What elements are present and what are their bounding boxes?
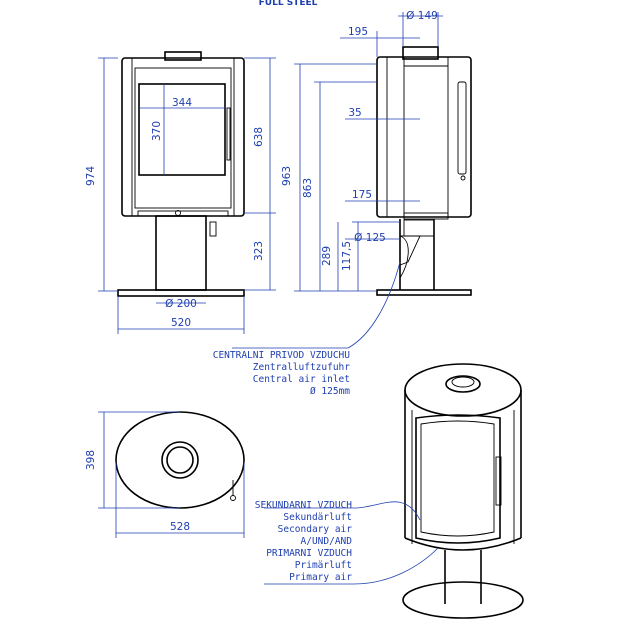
- side-door-glass: [457, 81, 467, 175]
- secondary-air-leader: [264, 501, 421, 521]
- front-glass-window: [138, 83, 226, 176]
- persp-top: [404, 363, 522, 417]
- front-door: [134, 67, 232, 209]
- side-air-duct: [399, 235, 409, 279]
- central-air-line3: Central air inlet: [253, 374, 350, 385]
- primary-air-leader: [264, 547, 439, 585]
- persp-handle: [495, 456, 502, 506]
- top-flue-outer: [161, 441, 199, 479]
- air-note-line5: PRIMARNI VZDUCH: [266, 548, 352, 559]
- side-pedestal: [399, 219, 435, 290]
- dim-front-door-height: 638: [253, 127, 265, 147]
- top-body-outline: [115, 411, 245, 509]
- air-supply-note: SEKUNDARNI VZDUCH Sekundärluft Secondary…: [255, 500, 439, 585]
- air-note-line4: A/UND/AND: [301, 536, 353, 547]
- dim-front-outlet-diameter: Ø 200: [165, 298, 197, 310]
- persp-flue-inner: [451, 376, 475, 388]
- dim-side-height-flue-center: 863: [302, 178, 314, 198]
- side-door-knob: [460, 175, 466, 181]
- dim-front-base-width: 520: [171, 317, 191, 329]
- persp-glass: [420, 420, 495, 537]
- side-air-chamber: [403, 219, 435, 237]
- persp-body-bottom: [404, 537, 522, 551]
- top-view: [115, 411, 245, 509]
- persp-base: [402, 581, 524, 619]
- side-ash-tray: [403, 212, 449, 220]
- perspective-view: [402, 363, 524, 619]
- dim-side-inlet-height-a: 117,5: [341, 241, 353, 271]
- central-air-leader: [232, 261, 401, 349]
- dim-side-inlet-height-b: 289: [321, 246, 333, 266]
- front-base: [117, 289, 245, 297]
- air-note-line3: Secondary air: [278, 524, 353, 535]
- central-air-line4: Ø 125mm: [310, 386, 350, 397]
- dim-front-pedestal-height: 323: [253, 241, 265, 261]
- dim-top-depth: 398: [85, 450, 97, 470]
- central-air-line1: CENTRALNI PRIVOD VZDUCHU: [213, 350, 351, 361]
- side-base: [376, 289, 472, 296]
- central-air-line2: Zentralluftzufuhr: [253, 362, 351, 373]
- dim-top-width: 528: [170, 521, 190, 533]
- front-view: [117, 51, 245, 297]
- dim-front-window-height: 370: [151, 121, 163, 141]
- side-flue: [402, 46, 439, 60]
- top-dimensions: 398 528: [85, 411, 245, 538]
- air-note-line1: SEKUNDARNI VZDUCH: [255, 500, 353, 511]
- top-flue-inner: [166, 446, 194, 474]
- front-flue-collar: [164, 51, 202, 61]
- dim-side-flue-offset: 195: [348, 26, 368, 38]
- dim-side-175: 175: [352, 189, 372, 201]
- side-air-duct-inner: [399, 235, 421, 266]
- dim-front-total-height: 974: [85, 166, 97, 186]
- air-note-line7: Primary air: [289, 572, 352, 583]
- front-pedestal: [155, 215, 207, 291]
- dim-side-flue-diameter: Ø 149: [406, 10, 438, 22]
- central-air-note: CENTRALNI PRIVOD VZDUCHU Zentralluftzufu…: [213, 261, 401, 397]
- persp-door: [415, 414, 501, 544]
- side-view: [376, 46, 472, 296]
- dim-side-35: 35: [348, 107, 361, 119]
- dim-side-height-top: 963: [281, 166, 293, 186]
- air-note-line6: Primärluft: [295, 560, 352, 571]
- air-note-line2: Sekundärluft: [283, 512, 352, 523]
- dim-side-inlet-diameter: Ø 125: [354, 232, 386, 244]
- dim-front-window-width: 344: [172, 97, 192, 109]
- front-dimensions: 974 344 370 638 323 Ø 200 520: [85, 57, 276, 334]
- persp-flue-outer: [445, 375, 481, 393]
- side-body: [376, 56, 472, 218]
- side-dimensions: Ø 149 195 963 863 35 175 Ø 125 117,5 289: [281, 10, 443, 292]
- drawing-title: FULL STEEL: [259, 0, 318, 8]
- front-air-lever: [209, 221, 217, 237]
- front-door-handle: [226, 107, 231, 161]
- top-handle-knob: [230, 495, 236, 501]
